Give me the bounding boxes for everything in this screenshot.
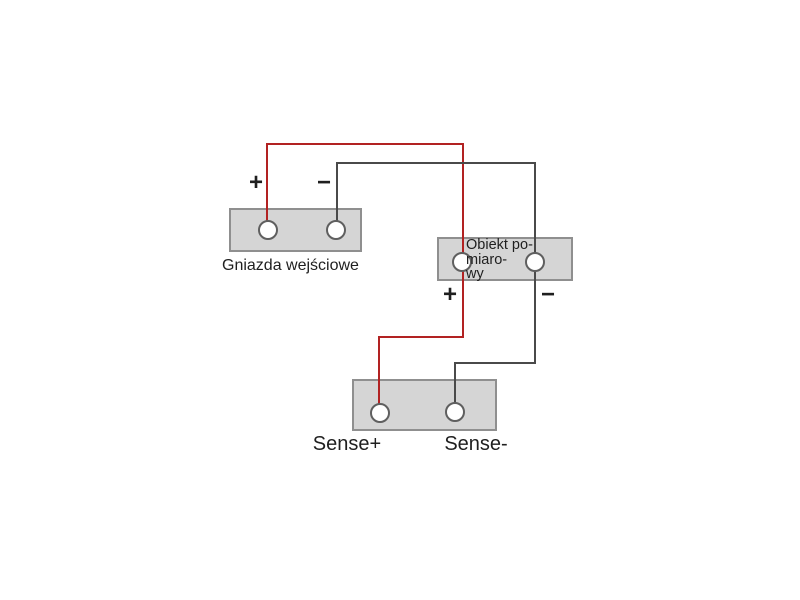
input-minus-sign: − [316,169,332,196]
positive-wire [266,143,464,413]
input-minus-terminal [326,220,346,240]
measured-object-label: Obiekt po- miaro- wy [466,237,533,282]
sense-plus-label: Sense+ [312,433,382,455]
object-minus-sign: − [540,281,556,308]
input-plus-terminal [258,220,278,240]
input-plus-sign: + [248,169,264,196]
sense-minus-label: Sense- [444,433,508,455]
input-sockets-label: Gniazda wejściowe [222,257,359,274]
object-minus-terminal [525,252,545,272]
sense-minus-terminal [445,402,465,422]
object-plus-terminal [452,252,472,272]
negative-wire [336,162,536,412]
sense-plus-terminal [370,403,390,423]
object-plus-sign: + [442,281,458,308]
